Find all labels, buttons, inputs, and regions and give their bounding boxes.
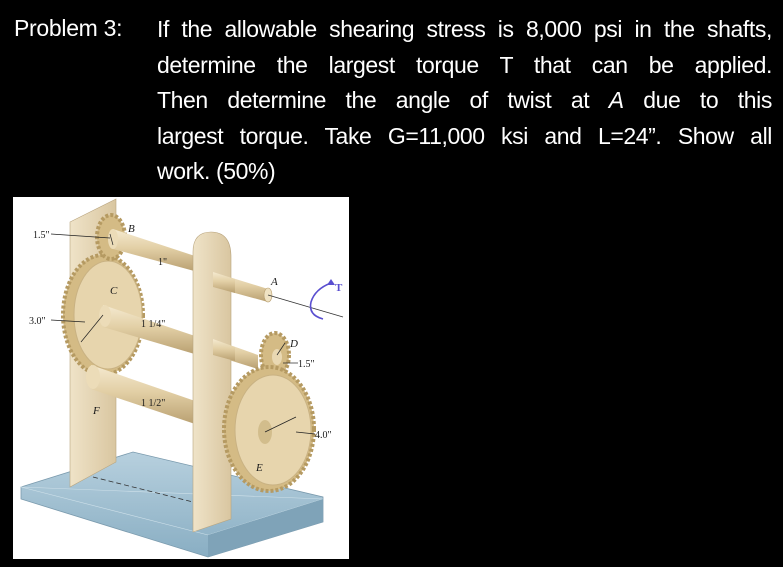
- point-a-ref: A: [608, 87, 624, 113]
- label-f: F: [92, 405, 100, 417]
- dim-radius-e: 4.0": [315, 430, 332, 441]
- dim-shaft-ab: 1": [158, 257, 167, 268]
- dim-radius-c: 3.0": [29, 316, 46, 327]
- dim-radius-d: 1.5": [298, 359, 315, 370]
- problem-line-3b: due to this: [643, 87, 772, 113]
- problem-line-3a: Then determine the angle of twist at: [157, 87, 590, 113]
- problem-line-3: Then determine the angle of twist at A d…: [157, 83, 772, 119]
- gear-train-diagram: 1.5" 3.0" 1.5" 4.0" 1" 1 1/4" 1 1/2" B C…: [20, 198, 344, 558]
- gear-d: [259, 331, 291, 379]
- label-d: D: [289, 338, 298, 350]
- problem-line-4: largest torque. Take G=11,000 ksi and L=…: [157, 122, 772, 149]
- torque-indicator: [267, 279, 344, 320]
- problem-line-2: determine the largest torque T that can …: [157, 51, 772, 78]
- label-torque: T: [335, 282, 343, 294]
- dimension-leaders: [50, 233, 316, 435]
- dim-shaft-ef: 1 1/2": [141, 398, 165, 409]
- base-plate: [20, 451, 324, 558]
- label-a: A: [270, 276, 278, 288]
- dim-radius-b: 1.5": [33, 230, 50, 241]
- problem-statement: If the allowable shearing stress is 8,00…: [157, 12, 772, 190]
- label-c: C: [110, 285, 118, 297]
- torque-arrow-icon: [309, 282, 332, 320]
- gear-e: [222, 365, 316, 493]
- right-support-plate: [192, 231, 235, 533]
- problem-label: Problem 3:: [14, 15, 123, 41]
- problem-line-1: If the allowable shearing stress is 8,00…: [157, 16, 772, 42]
- gear-shaft-figure: 1.5" 3.0" 1.5" 4.0" 1" 1 1/4" 1 1/2" B C…: [13, 197, 349, 559]
- label-b: B: [128, 223, 135, 235]
- problem-line-5: work. (50%): [157, 158, 276, 184]
- dim-shaft-cd: 1 1/4": [141, 319, 165, 330]
- label-e: E: [255, 462, 263, 474]
